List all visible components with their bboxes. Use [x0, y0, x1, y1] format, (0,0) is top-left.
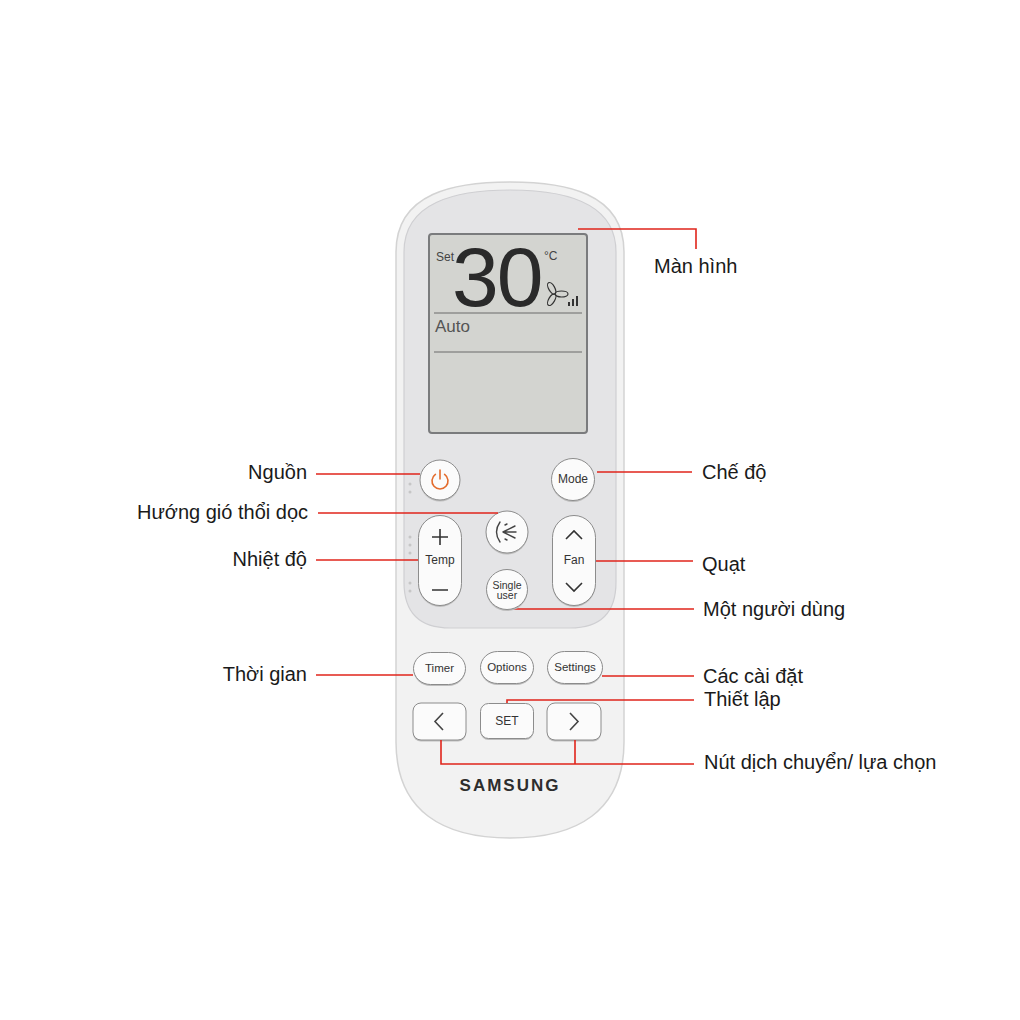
fan-level-bar: [576, 296, 578, 306]
callout-label: Nguồn: [248, 461, 307, 483]
button-label: Fan: [564, 554, 585, 568]
callout-label: Các cài đặt: [703, 665, 803, 687]
timer-button-outline: [414, 653, 466, 685]
right-arrow: [570, 713, 578, 730]
leader-line: [593, 560, 693, 562]
mode-button: Mode: [551, 458, 595, 502]
fan-blade: [546, 293, 558, 307]
callout-label: Nút dịch chuyển/ lựa chọn: [704, 751, 936, 773]
leader-line: [507, 700, 694, 709]
leader-line: [578, 229, 696, 249]
brand-logo: SAMSUNG: [396, 776, 624, 796]
braille-dot: [409, 552, 412, 555]
leader-line: [318, 512, 498, 514]
button-label: Timer: [425, 662, 454, 675]
callout-label: Nhiệt độ: [233, 548, 308, 570]
remote-housing: [396, 182, 624, 838]
single-user-button-outline: [487, 570, 528, 610]
callout-label: Một người dùng: [703, 598, 845, 620]
options-button: Options: [480, 651, 534, 685]
button-label: Temp: [425, 554, 454, 568]
leader-line: [316, 674, 413, 676]
leader-line: [602, 675, 694, 677]
braille-dot: [409, 590, 412, 593]
callout-label: Màn hình: [654, 255, 737, 277]
callout-label: Chế độ: [702, 461, 767, 483]
set-button-outline: [481, 704, 534, 739]
braille-dot: [409, 582, 412, 585]
leader-line: [316, 559, 420, 561]
settings-button: Settings: [547, 651, 603, 685]
temp-rocker-outline: [419, 516, 462, 606]
fan-rocker-outline: [553, 516, 596, 606]
callout-label: Quạt: [702, 553, 745, 575]
leader-bracket: [441, 740, 694, 764]
leader-line: [316, 473, 420, 475]
leader-line: [597, 471, 692, 473]
fan-level-bar: [568, 302, 570, 306]
fan-rocker: Fan: [552, 515, 596, 607]
remote-face-panel: [404, 190, 616, 628]
power-icon: [432, 470, 448, 489]
timer-button: Timer: [413, 652, 466, 686]
power-button: [420, 460, 460, 500]
remote-body: Set30°C AutoModeTemp FanSingle userTimer Op…: [396, 182, 624, 838]
leader-line: [507, 608, 694, 610]
fan-level-bar: [572, 299, 574, 306]
button-label: Mode: [558, 473, 588, 487]
single-user-button: Single user: [486, 569, 528, 611]
braille-dot: [409, 491, 412, 494]
right-button: [547, 703, 601, 740]
set-button: SET: [480, 703, 534, 740]
callout-label: Thời gian: [223, 663, 307, 685]
screen-frame: [429, 234, 587, 433]
callout-label: Thiết lập: [704, 688, 781, 710]
braille-dot: [409, 536, 412, 539]
screen-divider: [434, 352, 582, 353]
fan-blade: [546, 281, 558, 295]
temperature-digits: 30: [452, 235, 541, 319]
fan-blade: [555, 291, 568, 297]
swing-icon: [497, 522, 517, 542]
button-label: Options: [487, 661, 527, 674]
screen-text: Set: [436, 250, 454, 264]
temp-rocker: Temp: [418, 515, 462, 607]
left-arrow: [435, 713, 443, 730]
braille-dot: [409, 483, 412, 486]
lcd-screen: Set30°C Auto: [428, 233, 588, 434]
fan-icon: [546, 281, 578, 307]
button-label: Single user: [486, 580, 528, 601]
button-label: Settings: [554, 661, 596, 674]
screen-text: °C: [544, 249, 557, 263]
options-button-outline: [481, 652, 534, 684]
screen-text: Auto: [435, 317, 470, 337]
button-label: SET: [495, 715, 518, 729]
braille-dot: [409, 544, 412, 547]
settings-button-outline: [548, 652, 603, 684]
callout-label: Hướng gió thổi dọc: [137, 501, 308, 523]
mode-button-outline: [552, 459, 595, 501]
swing-button: [486, 511, 528, 553]
left-button: [413, 703, 466, 740]
